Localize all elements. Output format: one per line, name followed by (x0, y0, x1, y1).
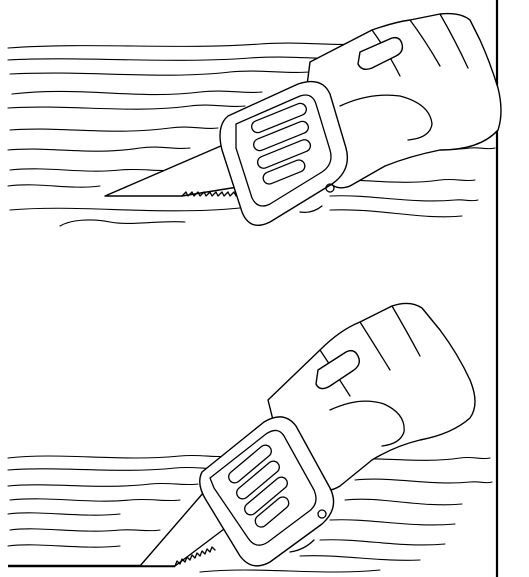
panel-top-saw (104, 12, 502, 226)
vent-slots (228, 444, 290, 528)
body-contour (329, 400, 405, 447)
blade-teeth (181, 191, 237, 197)
blade-teeth (174, 546, 216, 567)
trigger-guard (357, 36, 404, 71)
body-contour (339, 94, 433, 141)
panel-bottom-saw (139, 302, 476, 567)
shoe-screw (325, 183, 335, 193)
vent-slots (251, 102, 312, 185)
panel-bottom-wood (7, 454, 493, 573)
saw-shoe (199, 416, 335, 567)
shoe-screw (317, 509, 327, 519)
trigger-guard (315, 349, 361, 390)
